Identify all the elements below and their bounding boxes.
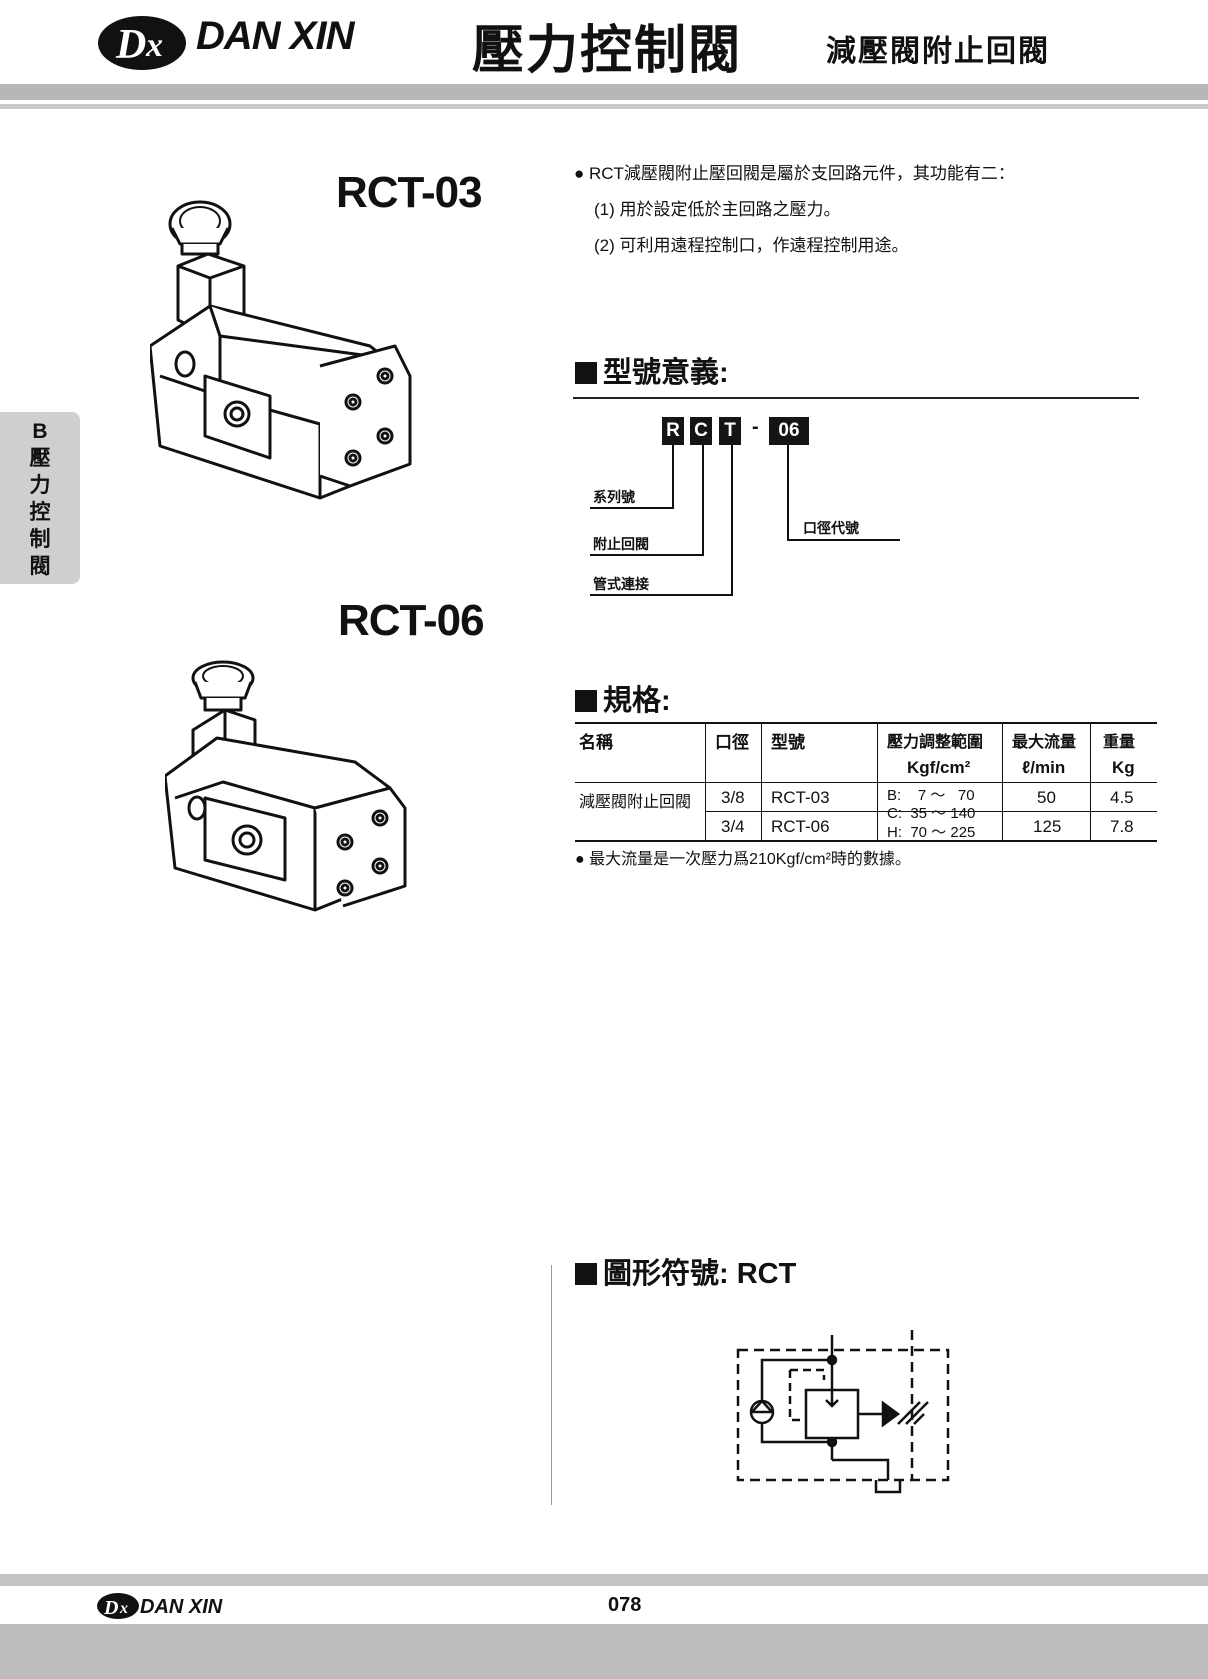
page-subtitle: 減壓閥附止回閥 [826,35,1050,68]
side-tab-char: 力 [29,474,51,497]
footer-bar [0,1574,1208,1586]
label-pipe-connection: 管式連接 [593,576,649,592]
th-pressure-unit: Kgf/cm² [907,758,971,777]
td-pressure-range: B: 7 ～ 70 [887,787,975,804]
label-series: 系列號 [593,489,635,505]
td-weight: 7.8 [1110,817,1134,836]
th-name: 名稱 [579,733,613,752]
description-item-1: (1) 用於設定低於主回路之壓力。 [594,200,841,219]
side-tab-char: 制 [29,528,51,551]
svg-text:D: D [103,1597,118,1619]
page-number: 078 [608,1594,642,1616]
label-check-valve: 附止回閥 [593,536,649,552]
description-item-2: (2) 可利用遠程控制口，作遠程控制用途。 [594,236,909,255]
svg-text:x: x [119,1600,128,1617]
td-model: RCT-03 [771,788,830,807]
rct03-valve-image [150,200,412,500]
spec-heading: 規格: [575,677,671,719]
td-weight: 4.5 [1110,788,1134,807]
footer-brand-name: DAN XIN [140,1596,223,1618]
th-flow-unit: ℓ/min [1022,758,1066,777]
code-box-c: C [690,417,712,445]
td-model: RCT-06 [771,817,830,836]
column-divider [551,1265,552,1505]
spec-note: ● 最大流量是一次壓力爲210Kgf/cm²時的數據。 [575,851,911,868]
td-pressure-range: C: 35 ～ 140 [887,805,976,822]
rct06-valve-image [165,660,407,912]
label-port-size: 口徑代號 [803,520,859,536]
th-weight-unit: Kg [1112,758,1135,777]
code-dash: - [752,416,759,438]
hydraulic-symbol-diagram [736,1330,950,1494]
side-category-tab: B 壓 力 控 制 閥 [0,412,80,584]
td-size: 3/4 [721,817,745,836]
square-bullet-icon [575,362,597,384]
th-weight: 重量 [1103,734,1136,751]
th-pressure: 壓力調整範圍 [887,734,984,751]
code-box-t: T [719,417,741,445]
side-tab-char: 壓 [29,447,51,470]
code-box-r: R [662,417,684,445]
td-pressure-range: H: 70 ～ 225 [887,824,976,841]
code-box-size: 06 [769,417,809,445]
danxin-logo-icon: D x [98,16,186,70]
code-leader-lines [590,445,900,596]
square-bullet-icon [575,1263,597,1285]
header-bar-thin [0,104,1208,109]
square-bullet-icon [575,690,597,712]
td-name: 減壓閥附止回閥 [579,794,692,811]
th-size: 口徑 [715,733,749,752]
th-model: 型號 [771,733,805,752]
td-size: 3/8 [721,788,745,807]
footer-band [0,1624,1208,1679]
header-bar [0,84,1208,100]
side-tab-char: B [32,420,48,443]
page-title: 壓力控制閥 [472,22,743,80]
th-flow: 最大流量 [1012,734,1077,751]
svg-text:x: x [145,27,163,64]
section-rule [573,397,1139,399]
danxin-logo-icon: D x [97,1593,139,1619]
description-intro: ● RCT減壓閥附止壓回閥是屬於支回路元件，其功能有二： [574,164,1015,183]
td-flow: 125 [1033,817,1062,836]
model-heading-rct06: RCT-06 [338,596,485,645]
model-heading-rct03: RCT-03 [336,168,483,217]
svg-text:D: D [115,22,146,68]
symbol-heading: 圖形符號: RCT [575,1250,796,1292]
spec-table: 名稱 口徑 型號 壓力調整範圍 Kgf/cm² 最大流量 ℓ/min 重量 Kg… [575,722,1157,842]
side-tab-char: 控 [29,501,51,524]
td-flow: 50 [1037,788,1056,807]
brand-name: DAN XIN [196,14,354,58]
model-meaning-heading: 型號意義: [575,349,729,391]
side-tab-char: 閥 [29,555,51,578]
